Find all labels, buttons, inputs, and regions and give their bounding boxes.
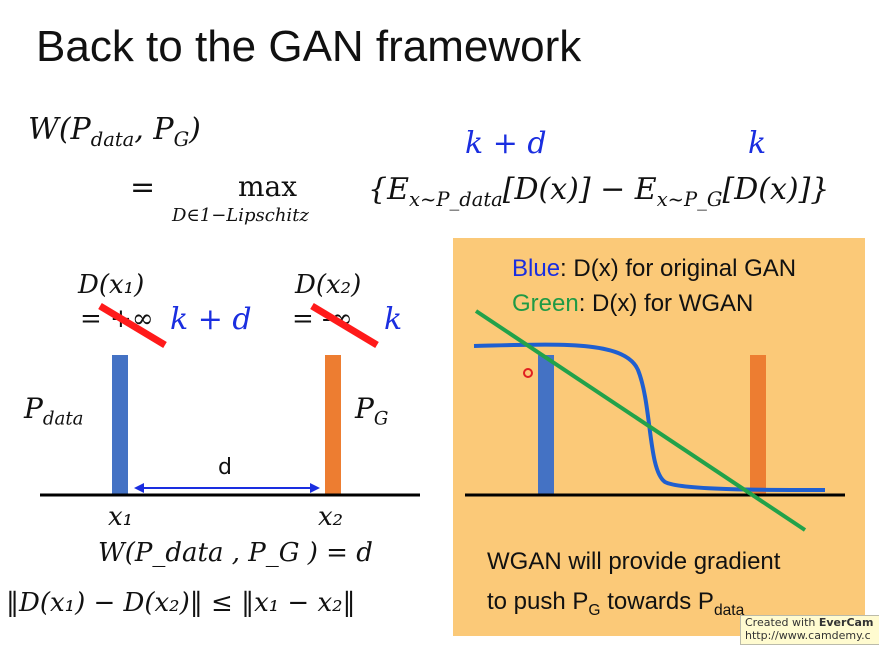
cursor-dot	[523, 368, 533, 378]
pdata-bar	[112, 355, 128, 495]
comparison-panel	[453, 238, 865, 636]
strike-plus-infinity	[98, 302, 167, 349]
distance-label: d	[218, 455, 232, 480]
formula-expectation: {Ex~P_data[D(x)] − Ex~P_G[D(x)]}	[368, 172, 830, 211]
formula-lhs: W(Pdata, PG)	[28, 112, 201, 151]
wgan-line	[474, 309, 807, 532]
legend-blue: Blue: D(x) for original GAN	[512, 255, 797, 282]
pg-bar	[325, 355, 341, 495]
legend-green: Green: D(x) for WGAN	[512, 290, 754, 317]
pg-label: PG	[355, 392, 389, 430]
panel-pg-bar	[750, 355, 766, 495]
annotation-k-plus-d: k + d	[465, 126, 547, 161]
x1-label: x₁	[108, 502, 134, 532]
formula-max: max	[238, 170, 298, 203]
wasserstein-equation: W(P_data , P_G ) = d	[98, 538, 373, 568]
slide-title: Back to the GAN framework	[36, 22, 582, 71]
d-x1-new-value: k + d	[170, 302, 252, 337]
annotation-k: k	[748, 126, 767, 161]
caption-line-2: to push PG towards Pdata	[487, 588, 745, 619]
original-gan-curve	[473, 342, 826, 492]
caption-line-1: WGAN will provide gradient	[487, 548, 781, 575]
d-x1-label: D(x₁)	[78, 270, 145, 300]
strike-minus-infinity	[310, 302, 379, 349]
formula-max-subscript: D∈1−Lipschitz	[172, 205, 309, 226]
d-x2-new-value: k	[384, 302, 403, 337]
d-x2-label: D(x₂)	[295, 270, 362, 300]
lipschitz-inequality: ‖D(x₁) − D(x₂)‖ ≤ ‖x₁ − x₂‖	[6, 588, 356, 618]
pdata-label: Pdata	[24, 392, 84, 430]
x2-label: x₂	[318, 502, 344, 532]
panel-pdata-bar	[538, 355, 554, 495]
formula-equals: =	[130, 170, 156, 205]
